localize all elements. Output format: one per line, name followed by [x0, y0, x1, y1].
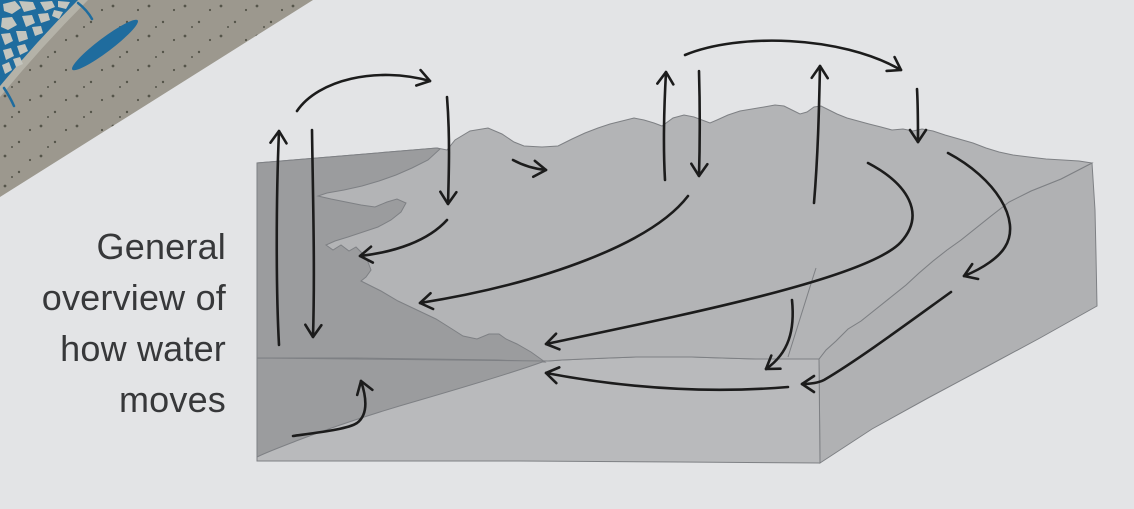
precipitation-down-arrow-center: [690, 69, 709, 178]
ocean-cross-section: [256, 357, 546, 458]
surface-flow-small-arrow: [511, 158, 548, 179]
ocean-surface: [256, 147, 547, 363]
title-line: overview of: [41, 277, 226, 318]
subsurface-flow-front-arrow: [544, 366, 790, 392]
runoff-curve-to-bay: [358, 218, 449, 264]
evapotranspiration-up-arrow-right: [810, 64, 830, 205]
land-surface: [256, 104, 1094, 362]
precipitation-down-arrow-coast: [439, 95, 458, 206]
precipitation-down-arrow-mountain: [908, 87, 928, 144]
precipitation-down-arrow-ocean: [304, 128, 323, 339]
main-river-curve-to-estuary: [544, 161, 914, 351]
map-ice-channels: [0, 0, 78, 86]
map-ice-floes: [1, 1, 70, 74]
terrain-block: [256, 104, 1098, 464]
moisture-transport-arc-right: [683, 39, 903, 73]
flow-arrows: [269, 39, 1012, 438]
moisture-transport-arc-left: [295, 68, 432, 113]
map-lake: [71, 19, 139, 71]
tributary-curve-to-coast: [418, 194, 690, 311]
subsurface-flow-edge-arrow: [800, 290, 953, 394]
ocean-upwelling-curve: [291, 379, 374, 438]
title-line: General: [96, 226, 226, 267]
valley-crease-line: [787, 267, 817, 358]
page-title: General overview of how water moves: [0, 221, 226, 425]
title-line: moves: [118, 379, 226, 420]
evaporation-up-arrow-ocean: [269, 129, 288, 347]
title-line: how water: [60, 328, 226, 369]
map-water-tendril: [76, 1, 94, 21]
evapotranspiration-up-arrow-left: [656, 70, 675, 182]
river-branch-curve: [946, 151, 1012, 281]
map-water-tendril: [2, 86, 16, 108]
infiltration-curve: [764, 298, 794, 371]
